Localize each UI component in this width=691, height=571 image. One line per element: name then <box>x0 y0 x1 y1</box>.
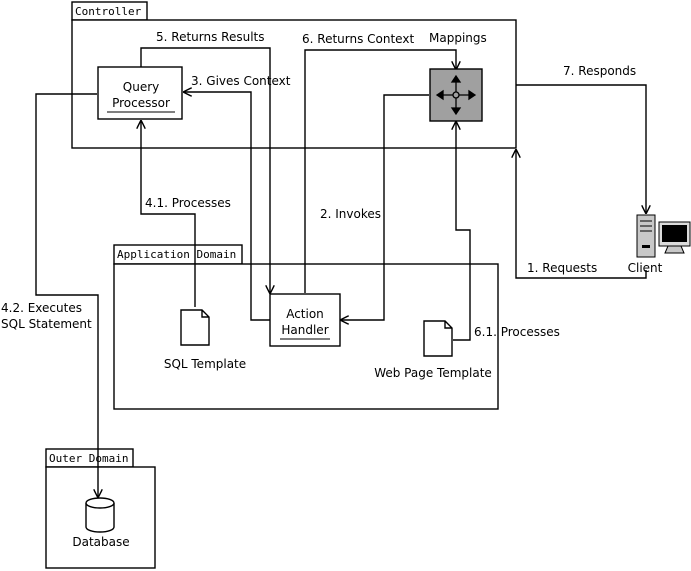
client-node[interactable]: Client <box>628 214 691 275</box>
web-page-template-document-icon <box>423 320 453 357</box>
outer-domain-package-label: Outer Domain <box>49 452 128 465</box>
edge-processes-sql: 4.1. Processes <box>141 121 231 307</box>
query-processor-node[interactable]: Query Processor <box>97 66 183 120</box>
edge-processes-web-label: 6.1. Processes <box>474 325 560 339</box>
edge-returns-results: 5. Returns Results <box>140 30 270 293</box>
database-label: Database <box>72 535 129 549</box>
client-label: Client <box>628 261 663 275</box>
application-domain-package-label: Application Domain <box>117 248 236 261</box>
edge-gives-context: 3. Gives Context <box>184 74 291 321</box>
edge-executes-sql: 4.2. Executes SQL Statement <box>1 93 98 497</box>
sql-template-document-icon <box>180 309 210 346</box>
edge-returns-results-label: 5. Returns Results <box>156 30 264 44</box>
mappings-node[interactable]: Mappings <box>429 31 487 122</box>
edge-requests-label: 1. Requests <box>527 261 597 275</box>
controller-package-label: Controller <box>75 5 142 18</box>
sql-template-node[interactable]: SQL Template <box>164 309 246 371</box>
sql-template-label: SQL Template <box>164 357 246 371</box>
web-page-template-node[interactable]: Web Page Template <box>374 320 492 380</box>
action-handler-node[interactable]: Action Handler <box>269 293 341 347</box>
move-arrows-icon <box>435 74 477 116</box>
database-cylinder-icon <box>85 497 115 533</box>
edge-responds-label: 7. Responds <box>563 64 636 78</box>
edge-requests: 1. Requests <box>516 150 647 279</box>
edge-processes-web: 6.1. Processes <box>453 122 560 341</box>
mappings-label: Mappings <box>429 31 487 45</box>
database-node[interactable]: Database <box>72 497 130 549</box>
query-processor-label-line1: Query <box>123 80 159 94</box>
computer-icon <box>636 214 691 258</box>
edge-gives-context-label: 3. Gives Context <box>191 74 291 88</box>
web-page-template-label: Web Page Template <box>374 366 492 380</box>
edge-executes-sql-label-line2: SQL Statement <box>1 317 92 331</box>
edge-returns-context-label: 6. Returns Context <box>302 32 414 46</box>
action-handler-label-line1: Action <box>286 307 324 321</box>
edge-executes-sql-label-line1: 4.2. Executes <box>1 301 82 315</box>
edge-processes-sql-label: 4.1. Processes <box>145 196 231 210</box>
edge-invokes: 2. Invokes <box>320 94 429 320</box>
edge-responds: 7. Responds <box>516 64 646 213</box>
edge-invokes-label: 2. Invokes <box>320 207 381 221</box>
query-processor-label-line2: Processor <box>112 96 170 110</box>
action-handler-label-line2: Handler <box>281 323 328 337</box>
edge-returns-context: 6. Returns Context <box>302 32 456 293</box>
